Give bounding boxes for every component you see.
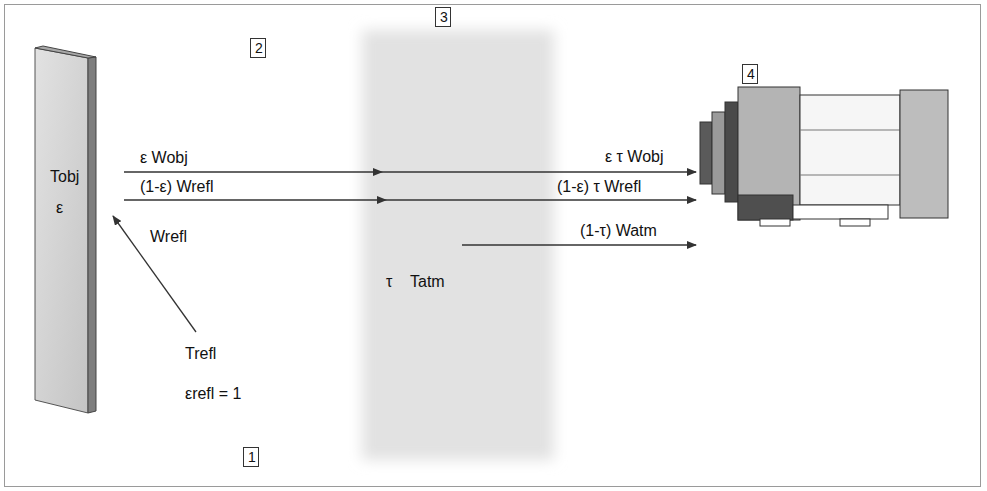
formula-label: Tatm — [410, 273, 445, 291]
formula-label: (1-τ) Watm — [580, 222, 657, 240]
frame — [5, 5, 981, 487]
callout-number: 2 — [255, 40, 265, 56]
formula-label: ε — [56, 199, 63, 217]
formula-label: ε τ Wobj — [605, 148, 664, 166]
camera — [700, 87, 948, 226]
formula-label: Trefl — [185, 345, 216, 363]
callout-box: 3 — [435, 7, 451, 27]
formula-label: Tobj — [50, 168, 79, 186]
formula-label: (1-ε) τ Wrefl — [557, 178, 641, 196]
callout-box: 2 — [250, 38, 266, 58]
formula-label: ε Wobj — [140, 149, 188, 167]
formula-label: (1-ε) Wrefl — [140, 178, 214, 196]
radiation-arrows — [113, 172, 696, 332]
callout-number: 1 — [248, 449, 258, 465]
object-plate — [35, 46, 96, 413]
callout-number: 3 — [440, 9, 450, 25]
callout-number: 4 — [747, 66, 757, 82]
formula-label: τ — [386, 273, 392, 291]
callout-box: 4 — [742, 64, 758, 84]
callout-box: 1 — [243, 447, 259, 467]
formula-label: εrefl = 1 — [185, 385, 242, 403]
formula-label: Wrefl — [150, 228, 187, 246]
